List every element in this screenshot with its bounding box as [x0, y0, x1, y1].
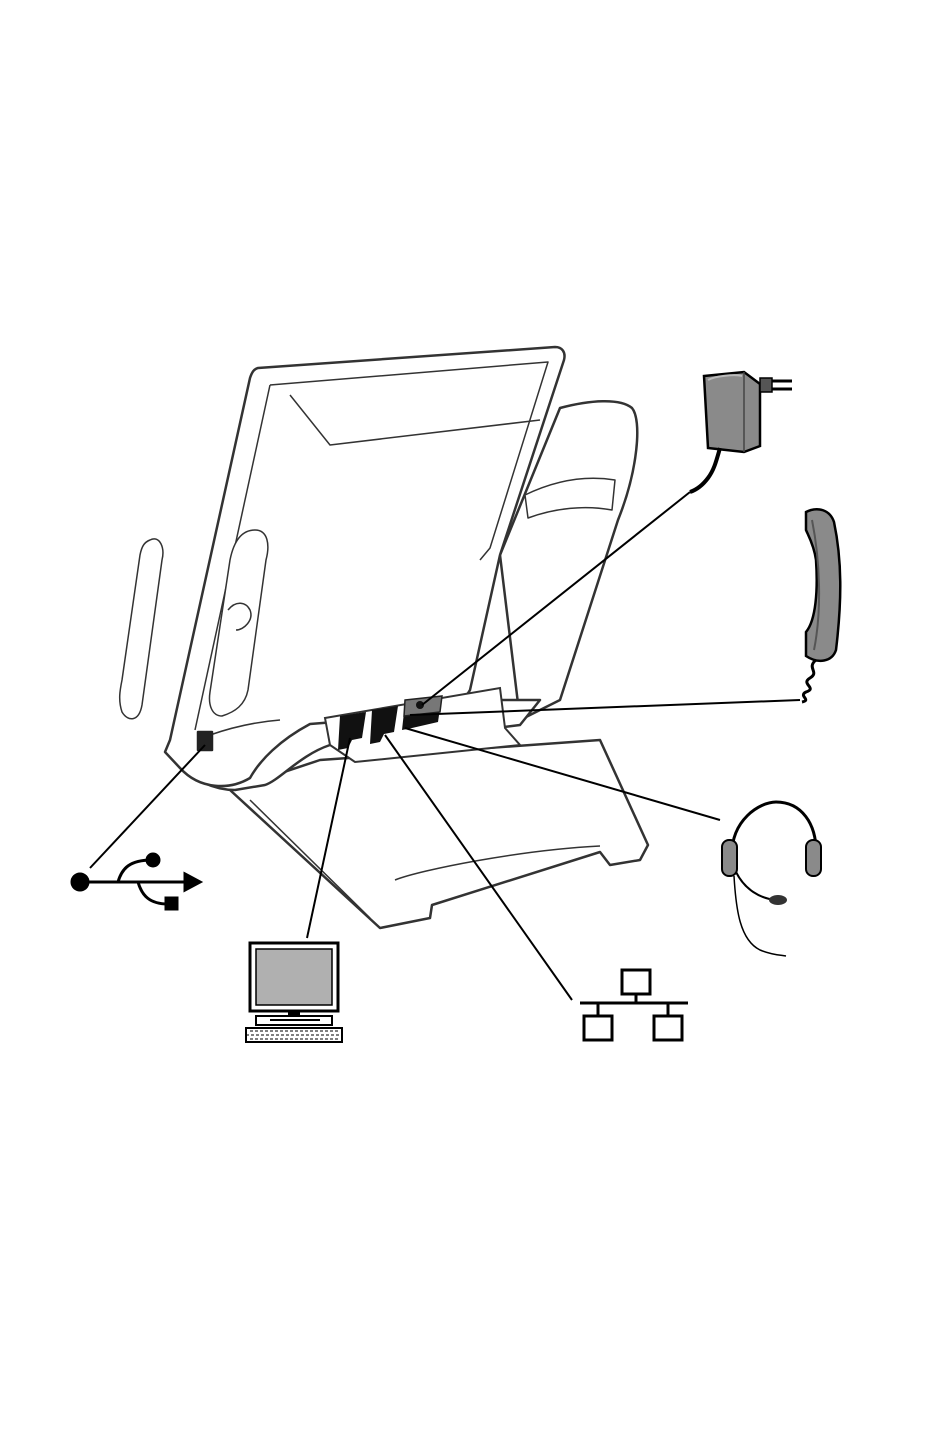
power-adapter-icon: [690, 372, 792, 492]
phone-base: [230, 740, 648, 928]
network-icon: [580, 970, 688, 1040]
phone-body: [120, 347, 648, 928]
computer-icon: [246, 943, 342, 1042]
left-grip: [120, 539, 163, 719]
usb-port: [198, 732, 212, 750]
headset-icon: [722, 802, 821, 956]
usb-icon: [72, 854, 200, 909]
line-usb: [90, 745, 205, 868]
handset-icon: [802, 509, 840, 702]
